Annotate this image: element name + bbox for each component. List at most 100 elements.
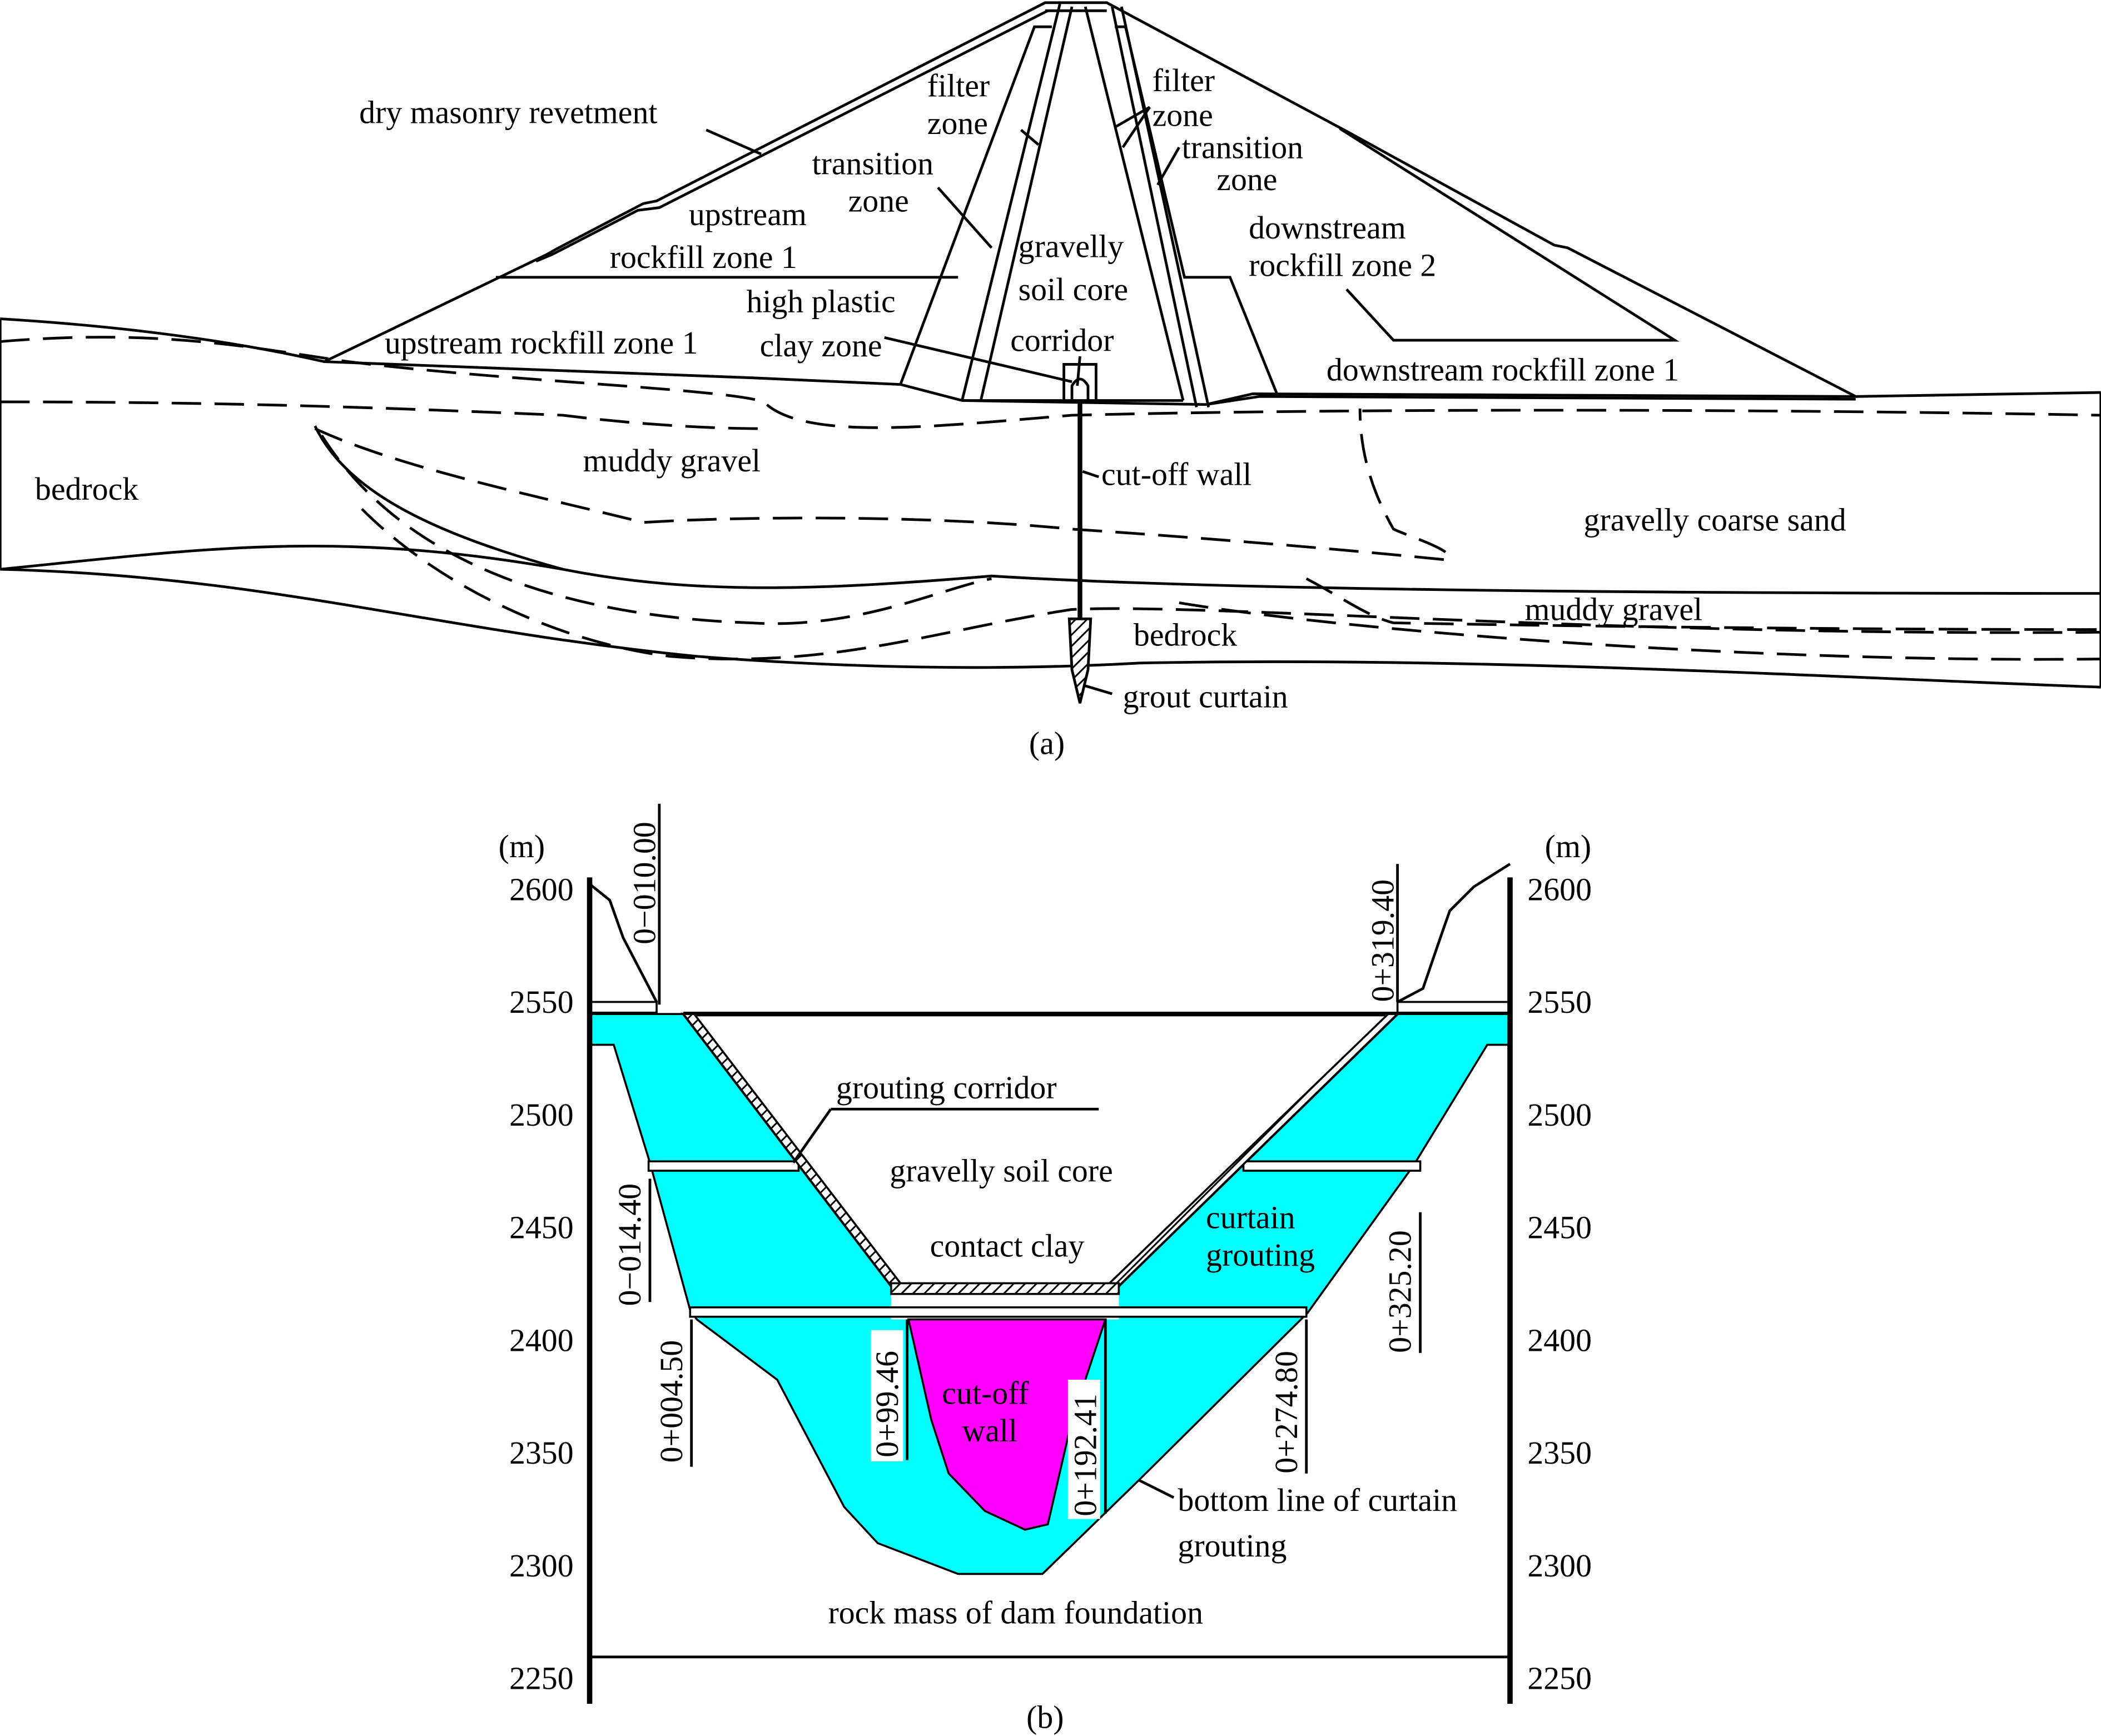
station-s6-bg [1067, 1380, 1100, 1519]
elevation-label: 2550 [509, 984, 574, 1020]
elevation-label: 2250 [1527, 1660, 1592, 1697]
label-upstream-rockfill-1: upstream [689, 196, 807, 232]
label-gravelly-2: soil core [1019, 271, 1129, 307]
label-downstream-rockfill2-2: rockfill zone 2 [1249, 247, 1436, 283]
label-filter-dn-2: zone [1153, 97, 1213, 133]
label-dry-masonry: dry masonry revetment [359, 94, 657, 131]
grout-curtain-shape [1067, 617, 1092, 704]
label-filter-up-2: zone [927, 105, 988, 141]
elevation-label: 2250 [509, 1660, 574, 1697]
leader-transition-up [937, 186, 993, 249]
gallery-mid-right [1242, 1160, 1422, 1172]
elevation-label: 2300 [1527, 1548, 1592, 1584]
downstream-filter-inner [1084, 6, 1185, 401]
station-s4: 0+004.50 [653, 1340, 689, 1463]
right-terrain [1397, 863, 1511, 1003]
upstream-filter-inner [979, 6, 1074, 401]
label-grout-curtain: grout curtain [1123, 678, 1288, 714]
label-transition-up-1: transition [812, 145, 934, 181]
dashed-boundary-7 [1179, 601, 2101, 661]
station-s6: 0+192.41 [1067, 1394, 1103, 1516]
contact-clay-strip [890, 1282, 1120, 1295]
label-rock-mass: rock mass of dam foundation [828, 1595, 1203, 1631]
label-high-plastic-1: high plastic [746, 283, 895, 319]
upstream-revetment-line [535, 9, 1049, 263]
leader-filter-up [1020, 128, 1040, 146]
dashed-boundary-5 [361, 508, 2101, 660]
label-upstream-rockfill-low: upstream rockfill zone 1 [385, 325, 698, 361]
station-s5-bg [871, 1330, 903, 1462]
elevation-label: 2400 [509, 1322, 574, 1358]
downstream-filter-mid [1110, 6, 1198, 408]
corridor-icon [1070, 377, 1090, 402]
dashed-boundary-4 [320, 434, 992, 625]
dashed-boundary-1 [0, 336, 2101, 429]
label-filter-up-1: filter [927, 67, 990, 103]
caption-a: (a) [1029, 725, 1065, 762]
label-upstream-rockfill-2: rockfill zone 1 [610, 239, 797, 275]
elevation-label: 2600 [509, 871, 574, 907]
unit-left: (m) [499, 828, 545, 864]
caption-b: (b) [1026, 1699, 1064, 1735]
panel-a-cross-section: dry masonry revetment filter zone filter… [0, 1, 2101, 762]
gallery-top-left [588, 1001, 658, 1014]
elevation-label: 2300 [509, 1548, 574, 1584]
label-cutoff-1: cut-off [942, 1375, 1029, 1411]
label-muddy-gravel-right: muddy gravel [1525, 591, 1703, 628]
label-downstream-rockfill1: downstream rockfill zone 1 [1327, 351, 1679, 387]
label-curtain-grouting-2: grouting [1206, 1237, 1315, 1273]
station-s5: 0+99.46 [869, 1351, 905, 1458]
label-bedrock-left: bedrock [35, 471, 138, 507]
label-grouting-corridor: grouting corridor [836, 1070, 1057, 1106]
label-bedrock-mid: bedrock [1134, 616, 1237, 653]
panel-b-longitudinal-section: (m) (m) 26002550250024502400235023002250… [499, 803, 1592, 1735]
elevation-label: 2500 [509, 1097, 574, 1133]
gallery-mid-left [647, 1160, 800, 1172]
station-s8: 0+325.20 [1382, 1230, 1418, 1353]
upstream-transition-outer [899, 25, 1052, 385]
elevation-label: 2450 [509, 1210, 574, 1246]
elevation-label: 2350 [509, 1435, 574, 1471]
leader-grouting-corridor [792, 1108, 832, 1164]
upstream-filter-outer [961, 3, 1061, 401]
leader-corridor [1076, 356, 1081, 386]
label-cutoff-wall: cut-off wall [1101, 456, 1251, 492]
label-bottom-line-2: grouting [1178, 1528, 1287, 1564]
gallery-top-right [1396, 1001, 1511, 1014]
downstream-zone2-boundary [1339, 127, 1680, 342]
dashed-boundary-2 [0, 400, 764, 430]
downstream-transition-outer [1115, 25, 1278, 395]
elevation-label: 2600 [1527, 871, 1592, 907]
leader-filter-dn [1114, 106, 1151, 148]
gallery-bottom [689, 1306, 1308, 1318]
dashed-boundary-6 [1305, 577, 2101, 631]
label-muddy-gravel-top: muddy gravel [583, 442, 761, 479]
downstream-toe-line [1205, 395, 1856, 406]
label-transition-dn-2: zone [1216, 161, 1277, 197]
label-downstream-rockfill2-1: downstream [1249, 210, 1406, 246]
label-corridor: corridor [1010, 322, 1114, 358]
leader-cutoff [1082, 470, 1100, 479]
elevation-label: 2500 [1527, 1097, 1592, 1133]
leader-high-plastic [884, 336, 1072, 384]
station-s7: 0+274.80 [1268, 1351, 1304, 1474]
dashed-boundary-3 [314, 408, 1451, 561]
left-elevation-ticks: 2600 2550 2500 2450 2400 2350 2300 2250 [509, 871, 574, 1696]
label-bottom-line-1: bottom line of curtain [1178, 1482, 1457, 1518]
label-gravelly-coarse-sand: gravelly coarse sand [1584, 501, 1846, 538]
label-curtain-grouting-1: curtain [1206, 1200, 1295, 1236]
elevation-label: 2350 [1527, 1435, 1592, 1471]
ground-surface [0, 317, 2101, 406]
label-cutoff-2: wall [962, 1412, 1017, 1449]
cutoff-wall-zone [907, 1318, 1107, 1531]
label-transition-up-2: zone [848, 183, 909, 219]
elevation-label: 2450 [1527, 1210, 1592, 1246]
leader-bottom-line [1138, 1479, 1175, 1499]
upstream-slope [324, 1, 1856, 398]
leader-dry-masonry [706, 128, 762, 156]
bedrock-left-boundary [0, 545, 2101, 595]
station-s1: 0−010.00 [627, 822, 663, 944]
leader-transition-dn [1156, 146, 1180, 186]
